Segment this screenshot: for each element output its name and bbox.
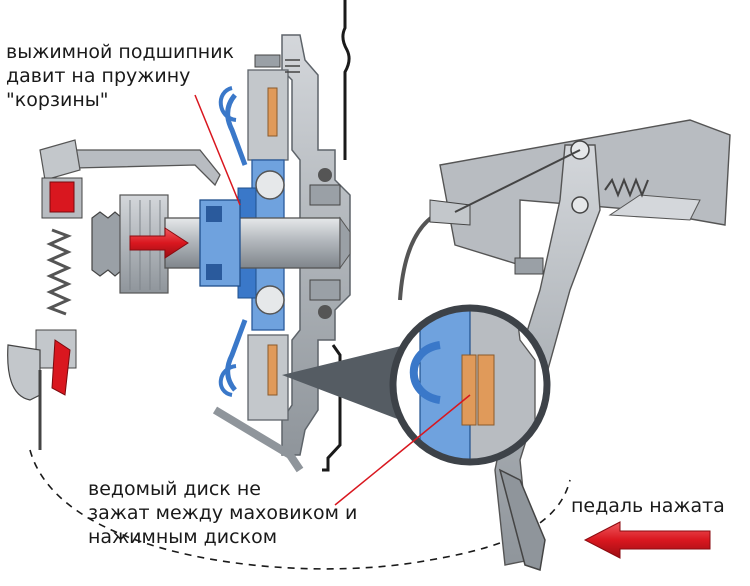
label-line: давит на пружину [6,65,191,87]
label-line: зажат между маховиком и [88,502,358,524]
diaphragm-spring [225,93,248,392]
cable-spring [46,228,72,316]
pedal-cable [398,208,446,301]
pedal-return-spring [604,177,649,198]
release-fork [39,139,221,187]
label-release-bearing: выжимной подшипник давит на пружину "кор… [6,40,234,112]
zoom-circle [389,304,551,466]
cable-path-dashed [29,449,571,570]
label-driven-disc: ведомый диск не зажат между маховиком и … [88,477,357,549]
label-pedal-pressed: педаль нажата [571,494,725,518]
pedal-assembly [398,119,731,571]
engine-block-outline [341,0,351,160]
label-line: выжимной подшипник [6,41,235,63]
label-line: ведомый диск не [88,478,261,500]
clutch-cable-left [7,177,83,450]
label-line: педаль нажата [571,495,725,517]
pedal-pressed-arrow [583,521,711,559]
zoom-callout [282,304,551,466]
shaft-direction-arrow [129,227,189,259]
input-shaft-assembly [91,194,351,294]
leader-line-bearing [194,94,241,206]
zoom-friction-lining [461,354,477,426]
pedal-pad [498,468,546,571]
leader-line-disc [334,394,471,506]
label-line: нажимным диском [88,526,278,548]
gear [91,211,123,277]
zoom-pointer [282,345,405,420]
friction-lining-top [267,87,278,137]
label-line: "корзины" [6,89,109,111]
friction-lining-bottom [267,344,278,396]
input-shaft [164,217,341,269]
